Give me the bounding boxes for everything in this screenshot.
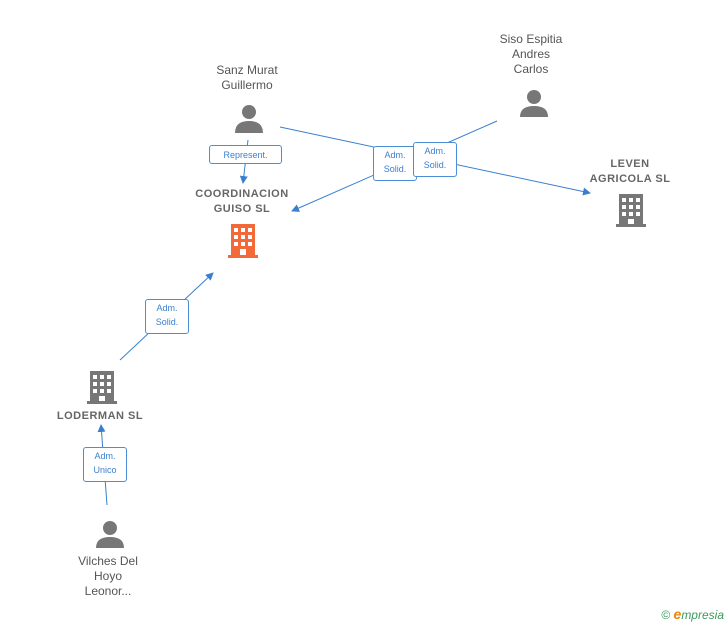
edge-label-adm-unico: Adm. Unico <box>83 447 127 482</box>
building-icon-coordinacion[interactable] <box>228 224 258 258</box>
company-label-loderman[interactable]: LODERMAN SL <box>56 410 144 422</box>
person-label-vilches[interactable]: Vilches Del Hoyo Leonor... <box>78 554 138 598</box>
person-icon-vilches[interactable] <box>96 521 124 548</box>
person-icon-siso[interactable] <box>520 90 548 117</box>
edge-label-adm-solid-1: Adm. Solid. <box>373 146 417 181</box>
company-label-leven[interactable]: LEVEN AGRICOLA SL <box>589 158 671 185</box>
brand-logo-e: e <box>673 606 682 622</box>
edge-label-adm-solid-2: Adm. Solid. <box>413 142 457 177</box>
person-label-sanz[interactable]: Sanz Murat Guillermo <box>216 63 278 92</box>
copyright-icon: © <box>661 608 671 622</box>
brand-footer: © empresia <box>661 606 724 622</box>
edge-label-adm-solid-3: Adm. Solid. <box>145 299 189 334</box>
company-label-coordinacion[interactable]: COORDINACION GUISO SL <box>195 188 289 215</box>
edge-label-represent: Represent. <box>209 145 282 164</box>
person-label-siso[interactable]: Siso Espitia Andres Carlos <box>499 32 563 76</box>
person-icon-sanz[interactable] <box>235 105 263 133</box>
brand-logo-text: mpresia <box>681 608 724 622</box>
building-icon-leven[interactable] <box>616 194 646 227</box>
building-icon-loderman[interactable] <box>87 371 117 404</box>
